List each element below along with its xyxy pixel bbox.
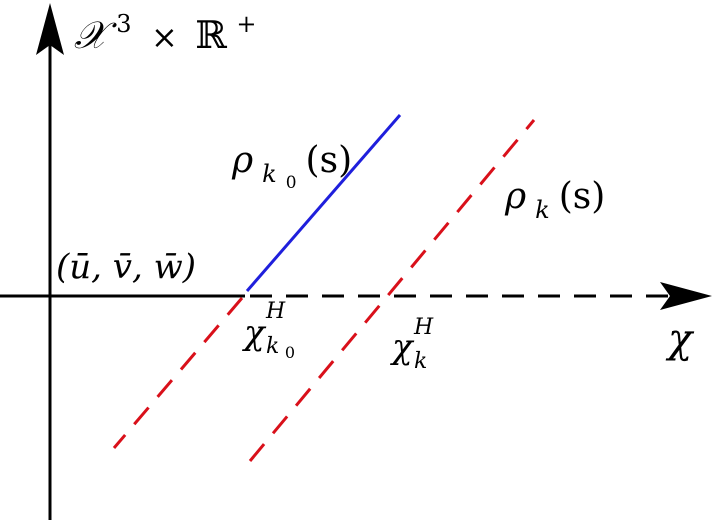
y-axis-exponent: 3: [116, 10, 131, 38]
rho-k0-arg: (s): [306, 140, 353, 181]
branch-k0-solid: [245, 114, 402, 292]
y-axis-reals: ℝ: [195, 13, 227, 57]
rho-k-name: ρ: [504, 176, 526, 217]
y-axis-plus: +: [236, 10, 256, 38]
chi-k0-superscript: H: [265, 299, 286, 324]
rho-k-label: ρ k (s): [504, 176, 605, 226]
vertical-axis-arrowhead: [36, 3, 64, 55]
rho-k0-subscript: k: [262, 160, 277, 188]
chi-k0-sub-group: k 0: [266, 333, 295, 362]
rho-k-arg: (s): [559, 176, 606, 217]
rho-k0-label: ρ k 0 (s): [231, 140, 352, 196]
branch-k-dashed: [248, 119, 536, 462]
y-axis-times: ×: [151, 18, 178, 56]
y-axis-space: 𝒳: [74, 13, 117, 57]
rho-k0-subsub: 0: [286, 173, 297, 193]
chi-k0-label: χ: [242, 313, 267, 353]
chi-k0-subscript: k: [266, 334, 279, 359]
rho-k-subscript: k: [535, 196, 550, 224]
chi-k-superscript: H: [413, 315, 434, 340]
point-label: (ū, v̄, w̄): [56, 247, 196, 287]
chi-k0-name: χ: [242, 313, 267, 353]
horizontal-axis-arrowhead: [660, 282, 712, 310]
y-axis-label: 𝒳 3 × ℝ +: [74, 0, 256, 57]
x-axis-label: χ: [665, 316, 695, 362]
rho-k0-name: ρ: [231, 140, 253, 181]
chi-k-name: χ: [390, 327, 415, 367]
branch-k0-dashed: [112, 297, 244, 449]
chi-k-subscript: k: [414, 349, 427, 374]
chi-k-label: χ: [390, 327, 415, 367]
chi-k0-subsub: 0: [285, 343, 295, 362]
